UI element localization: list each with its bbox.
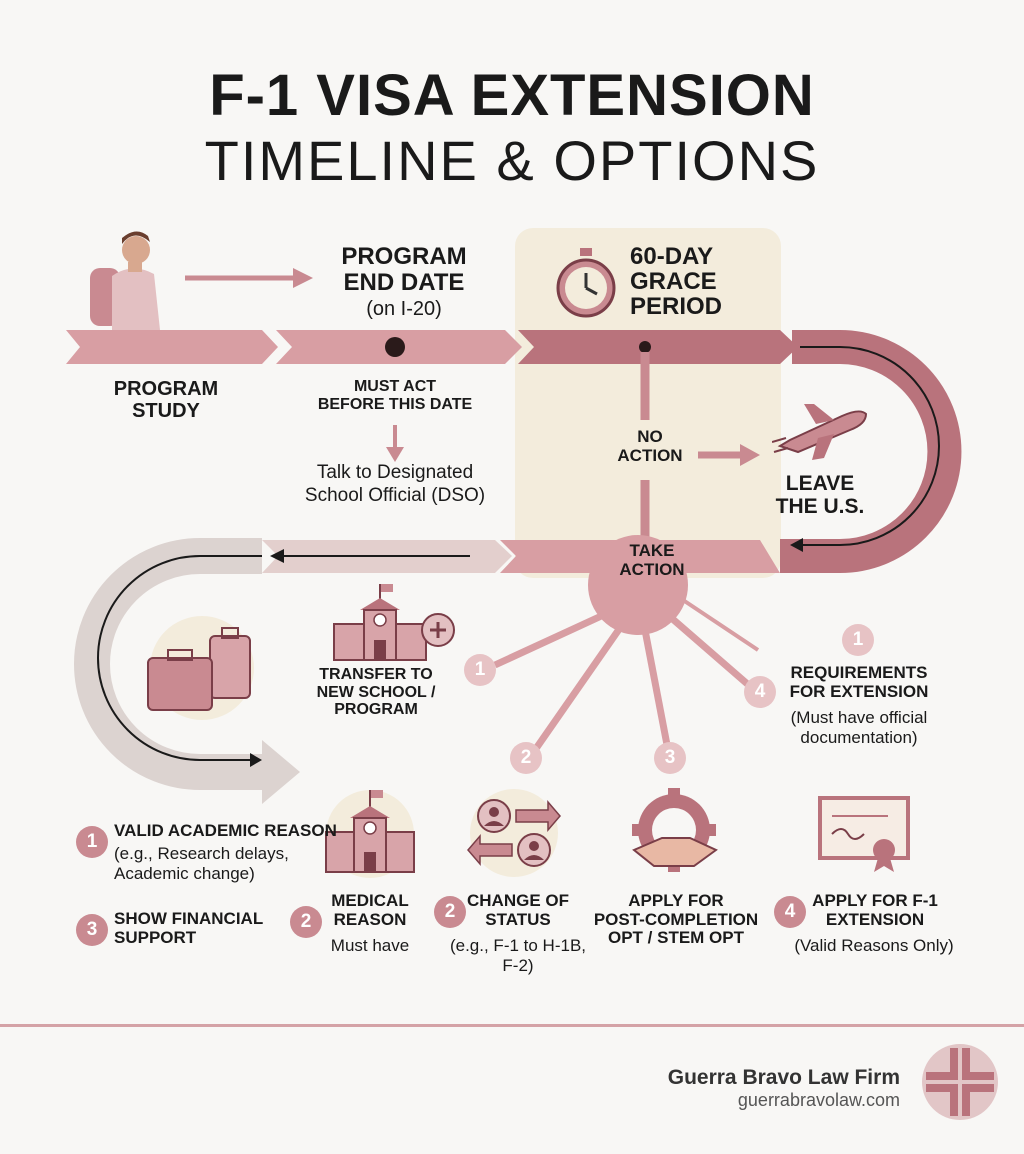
ray-badge-4: 4 (744, 676, 776, 708)
footer-divider (0, 1024, 1024, 1027)
valid-reason-title: VALID ACADEMIC REASON (114, 821, 337, 840)
extension-title: APPLY FOR F-1 EXTENSION (812, 891, 938, 929)
stopwatch-icon (556, 248, 616, 318)
page-subtitle: TIMELINE & OPTIONS (204, 129, 820, 192)
grace-dot (639, 341, 651, 353)
ray-badge-2: 2 (510, 742, 542, 774)
transfer-label: TRANSFER TO NEW SCHOOL / PROGRAM (316, 666, 436, 719)
medical-title: MEDICAL REASON (331, 891, 409, 929)
requirements-title: REQUIREMENTS FOR EXTENSION (789, 663, 929, 701)
take-action-label: TAKE ACTION (619, 541, 685, 579)
end-date-title: PROGRAM END DATE (341, 243, 467, 297)
financial-badge: 3 (76, 914, 108, 946)
financial-title: SHOW FINANCIAL SUPPORT (114, 909, 264, 947)
leave-us-label: LEAVE THE U.S. (775, 472, 865, 519)
page-title: F-1 VISA EXTENSION (209, 63, 815, 128)
grace-period-title: 60-DAY GRACE PERIOD (630, 243, 723, 321)
logo-icon (922, 1044, 998, 1120)
ray-badge-3: 3 (654, 742, 686, 774)
student-icon (90, 231, 160, 330)
change-status-title: CHANGE OF STATUS (467, 891, 569, 929)
medical-subtitle: Must have (330, 936, 410, 955)
timeline-segment-1 (66, 330, 278, 364)
medical-badge: 2 (290, 906, 322, 938)
timeline-segment-3 (518, 330, 798, 364)
school-icon (333, 584, 455, 661)
change-status-subtitle: (e.g., F-1 to H-1B, F-2) (449, 936, 587, 976)
handshake-gear-icon (632, 788, 718, 872)
certificate-icon (818, 796, 910, 872)
end-date-dot (385, 337, 405, 357)
ray-badge-1: 1 (464, 654, 496, 686)
requirements-badge: 1 (842, 624, 874, 656)
take-action-hub (588, 535, 688, 635)
talk-dso-label: Talk to Designated School Official (DSO) (304, 462, 486, 506)
end-date-subtitle: (on I-20) (366, 298, 442, 320)
must-act-label: MUST ACT BEFORE THIS DATE (317, 378, 473, 413)
u-turn-line (796, 346, 940, 546)
school-icon-2 (325, 790, 415, 878)
change-status-badge: 2 (434, 896, 466, 928)
firm-url[interactable]: guerrabravolaw.com (737, 1090, 900, 1110)
airplane-icon (772, 404, 868, 460)
program-study-label: PROGRAM STUDY (113, 378, 219, 422)
requirements-subtitle: (Must have official documentation) (790, 708, 928, 747)
no-action-label: NO ACTION (617, 427, 683, 465)
exchange-icon (467, 789, 561, 877)
valid-reason-badge: 1 (76, 826, 108, 858)
valid-reason-subtitle: (e.g., Research delays, Academic change) (114, 844, 289, 884)
firm-name: Guerra Bravo Law Firm (667, 1066, 900, 1089)
extension-badge: 4 (774, 896, 806, 928)
extension-subtitle: (Valid Reasons Only) (794, 936, 954, 955)
opt-title: APPLY FOR POST-COMPLETION OPT / STEM OPT (593, 891, 759, 948)
luggage-icon (147, 616, 254, 720)
